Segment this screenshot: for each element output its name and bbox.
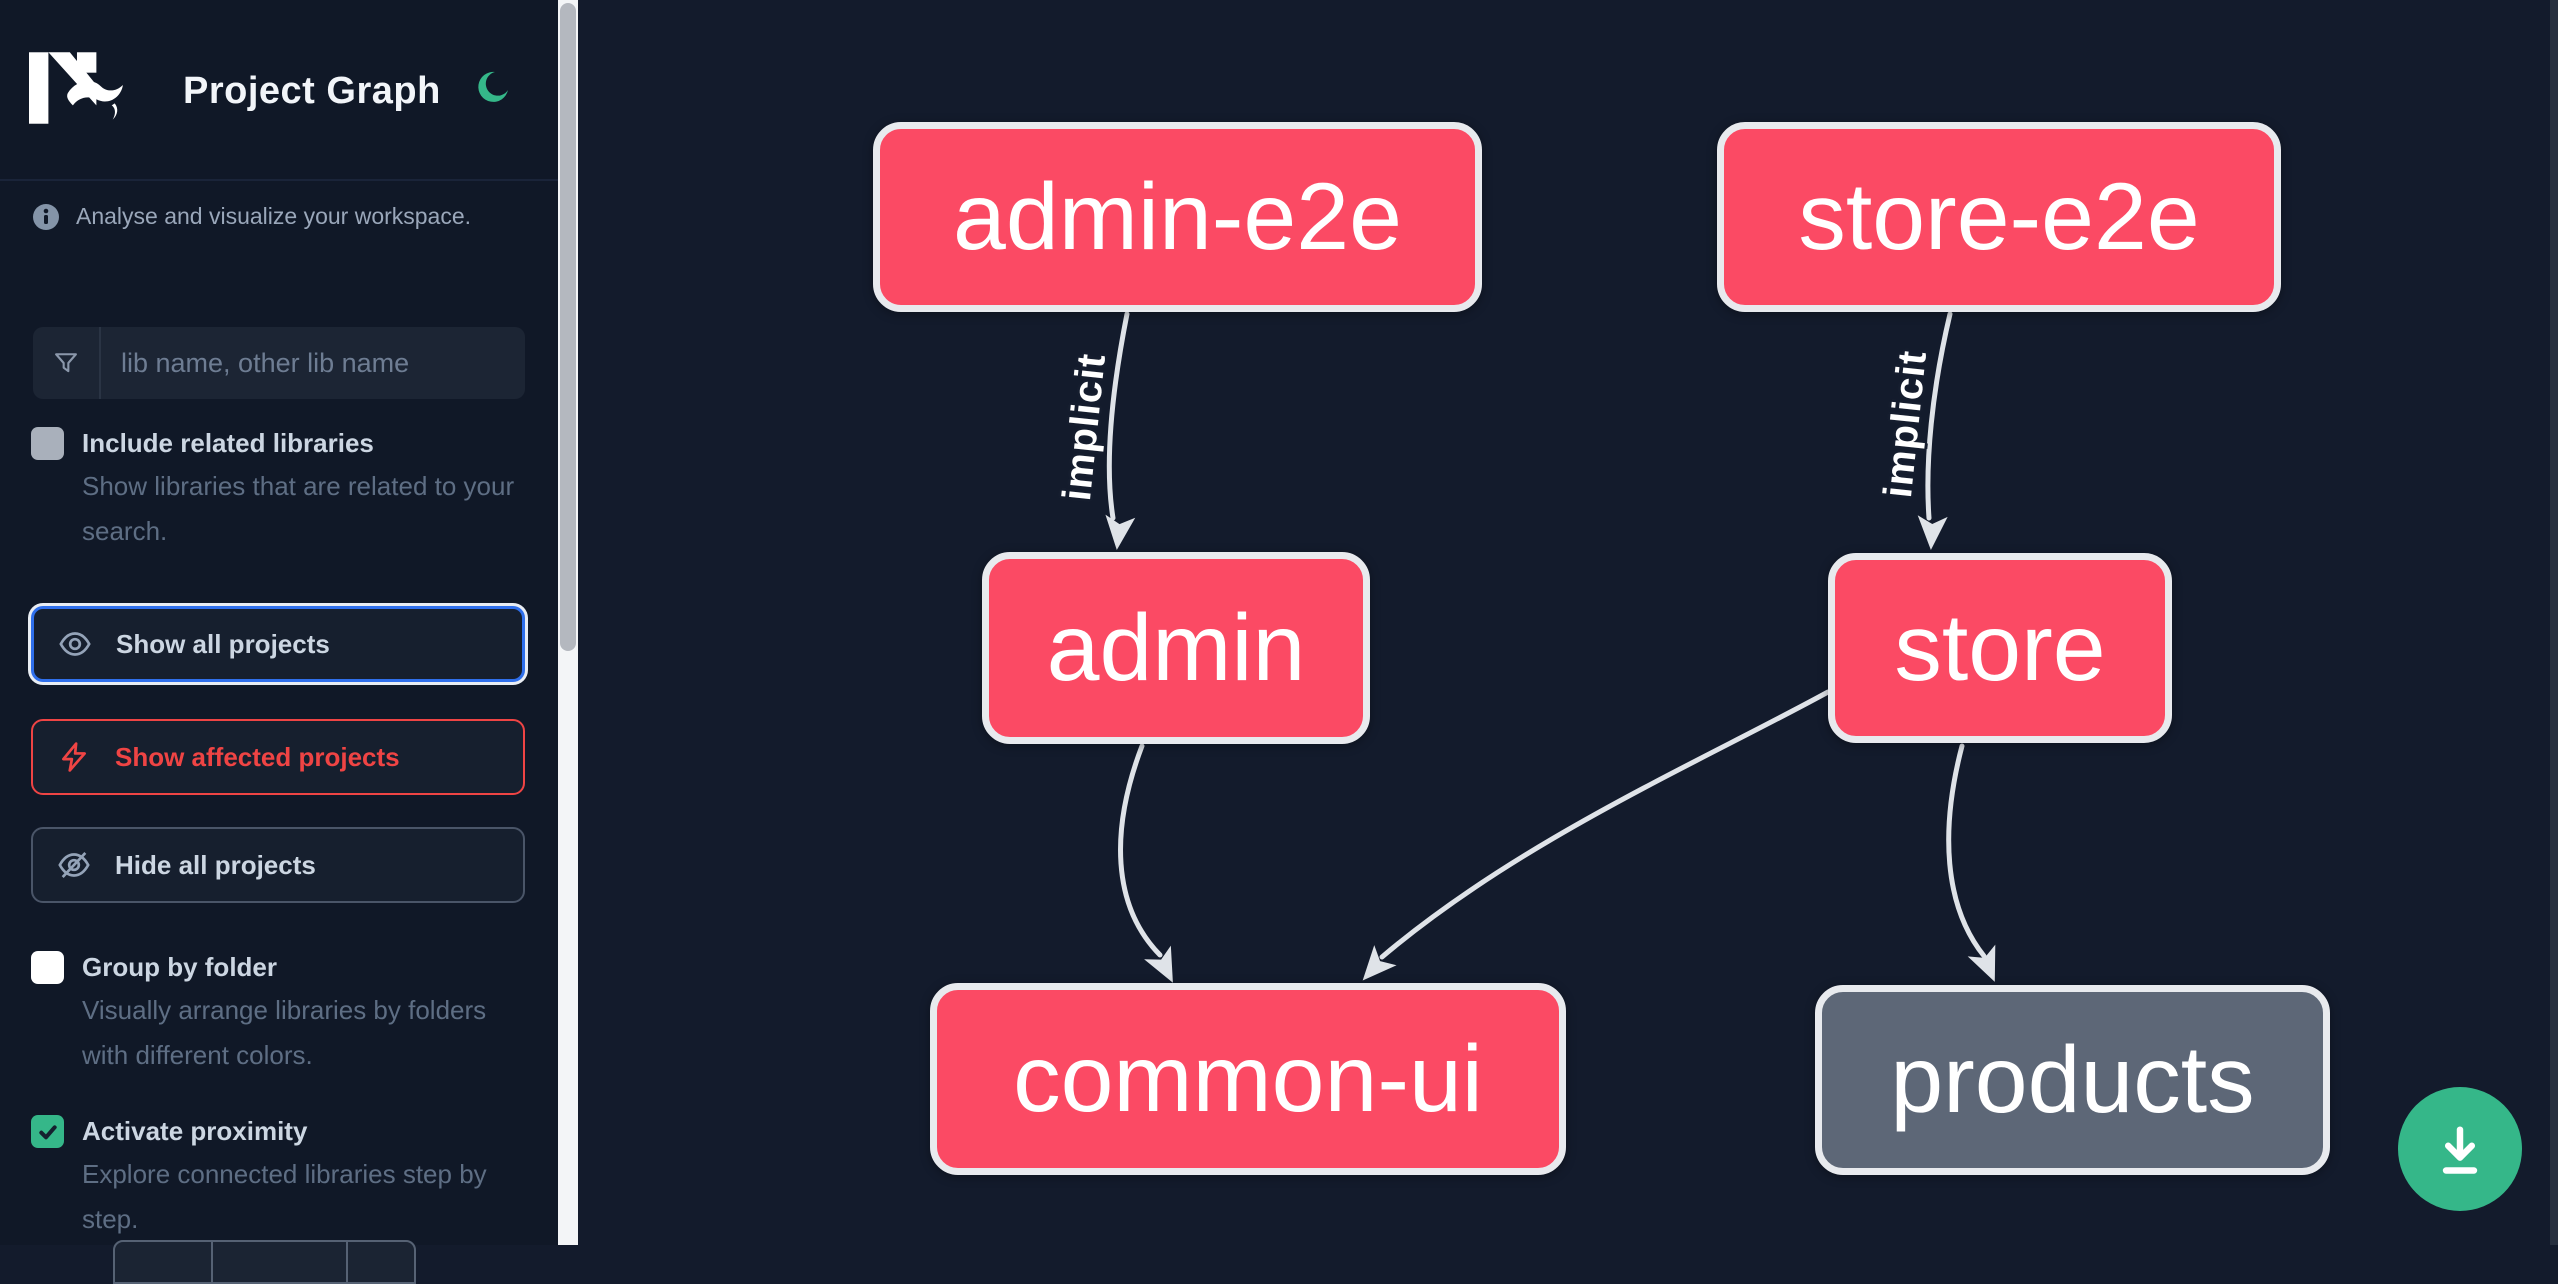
node-products[interactable]: products	[1815, 985, 2330, 1175]
lightning-bolt-icon	[62, 742, 86, 772]
hide-all-projects-button[interactable]: Hide all projects	[31, 827, 525, 903]
button-label: Show all projects	[116, 628, 330, 659]
proximity-depth-stepper	[113, 1240, 416, 1284]
toggle-label: Activate proximity	[82, 1116, 308, 1146]
toggle-group-by-folder[interactable]: Group by folder Visually arrange librari…	[31, 948, 531, 1078]
eye-off-icon	[58, 852, 90, 878]
toggle-description: Visually arrange libraries by folders wi…	[82, 995, 487, 1070]
toggle-description: Show libraries that are related to your …	[82, 471, 515, 546]
toggle-include-related[interactable]: Include related libraries Show libraries…	[31, 424, 531, 554]
button-label: Hide all projects	[115, 849, 316, 880]
stepper-value	[211, 1242, 346, 1282]
workspace-tagline: Analyse and visualize your workspace.	[76, 203, 472, 229]
check-icon	[38, 1124, 57, 1139]
window-scrollbar[interactable]	[2550, 0, 2558, 1245]
eye-icon	[59, 632, 91, 656]
node-admin[interactable]: admin	[982, 552, 1370, 744]
search-box	[33, 327, 525, 399]
node-admin-e2e[interactable]: admin-e2e	[873, 122, 1482, 312]
checkbox-activate-proximity[interactable]	[31, 1115, 64, 1148]
node-store[interactable]: store	[1828, 553, 2172, 743]
download-image-button[interactable]	[2398, 1087, 2522, 1211]
search-input[interactable]	[101, 347, 525, 379]
page-title: Project Graph	[183, 70, 441, 112]
nx-logo	[29, 52, 123, 124]
checkbox-include-related[interactable]	[31, 427, 64, 460]
sidebar-scrollbar-track	[558, 0, 578, 1245]
show-affected-projects-button[interactable]: Show affected projects	[31, 719, 525, 795]
button-label: Show affected projects	[115, 741, 400, 772]
show-all-projects-button[interactable]: Show all projects	[31, 606, 525, 682]
toggle-activate-proximity[interactable]: Activate proximity Explore connected lib…	[31, 1112, 531, 1242]
stepper-increment-button[interactable]	[346, 1242, 414, 1282]
stepper-decrement-button[interactable]	[115, 1242, 211, 1282]
info-icon	[33, 203, 59, 230]
filter-icon	[33, 327, 101, 399]
moon-icon	[478, 71, 508, 102]
tagline-row: Analyse and visualize your workspace.	[33, 203, 471, 230]
toggle-label: Group by folder	[82, 952, 277, 982]
download-icon	[2442, 1126, 2478, 1174]
toggle-label: Include related libraries	[82, 428, 374, 458]
checkbox-group-by-folder[interactable]	[31, 951, 64, 984]
sidebar-scrollbar-thumb[interactable]	[560, 3, 576, 651]
node-store-e2e[interactable]: store-e2e	[1717, 122, 2281, 312]
sidebar: Project Graph Analyse and visualize your…	[0, 0, 558, 1284]
header-divider	[0, 179, 558, 181]
theme-toggle-button[interactable]	[472, 68, 512, 108]
node-common-ui[interactable]: common-ui	[930, 983, 1566, 1175]
toggle-description: Explore connected libraries step by step…	[82, 1159, 487, 1234]
